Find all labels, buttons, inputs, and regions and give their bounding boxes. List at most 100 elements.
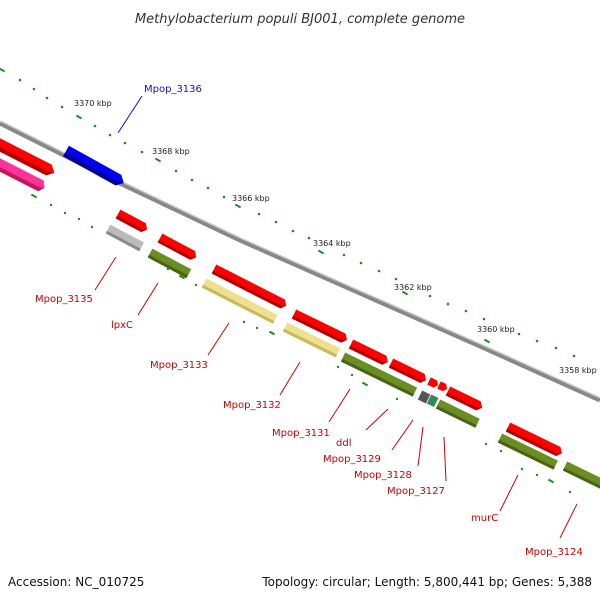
minor-tick (394, 277, 398, 281)
cds-arrow (115, 209, 148, 233)
minor-tick (572, 354, 576, 358)
inner-scale-ticks (30, 193, 572, 494)
gene-label: Mpop_3128 (354, 470, 412, 481)
gene-label: Mpop_3136 (144, 84, 202, 95)
cds-arrow (437, 381, 448, 392)
scale-label: 3364 kbp (313, 239, 351, 248)
minor-tick (45, 96, 49, 100)
cds-arrow-pink (0, 148, 45, 192)
minor-tick (535, 473, 539, 477)
minor-tick (517, 332, 521, 336)
gene-labels: Mpop_3136 Mpop_3135 lpxC Mpop_3133 Mpop_… (35, 84, 583, 558)
minor-tick (242, 320, 246, 324)
minor-tick (464, 309, 468, 313)
gene-label: murC (471, 513, 498, 524)
outer-scale-ticks (0, 67, 582, 393)
minor-tick (90, 225, 94, 229)
gene-block-green (426, 394, 439, 408)
minor-tick (93, 124, 97, 128)
gene-label: Mpop_3124 (525, 547, 583, 558)
minor-tick (206, 186, 210, 190)
cds-arrow (348, 339, 388, 365)
gene-label: lpxC (111, 320, 133, 331)
cds-arrow (445, 386, 483, 411)
minor-tick (377, 269, 381, 273)
major-tick (547, 478, 555, 484)
gene-block (435, 399, 480, 428)
major-tick (30, 193, 38, 199)
cds-arrow (157, 233, 197, 260)
gene-label: ddl (336, 438, 351, 449)
major-tick (234, 203, 242, 209)
leader-line (365, 408, 389, 431)
leader-line (328, 388, 351, 423)
minor-tick (359, 261, 363, 265)
gene-block (147, 248, 192, 279)
minor-tick (190, 178, 194, 182)
inner-gene-track (105, 209, 600, 491)
leader-line (94, 256, 117, 291)
minor-tick (395, 397, 399, 401)
minor-tick (140, 150, 144, 154)
major-tick (0, 67, 6, 73)
minor-tick (255, 326, 259, 330)
minor-tick (166, 267, 170, 271)
gene-block (497, 433, 558, 470)
minor-tick (49, 203, 53, 207)
gene-block-khaki (282, 322, 341, 358)
minor-tick (257, 212, 261, 216)
minor-tick (568, 490, 572, 494)
scale-labels: 3370 kbp 3368 kbp 3366 kbp 3364 kbp 3362… (74, 99, 597, 375)
minor-tick (336, 365, 340, 369)
minor-tick (535, 339, 539, 343)
gene-label: Mpop_3132 (223, 400, 281, 411)
cds-arrow (291, 309, 348, 343)
gene-label: Mpop_3135 (35, 294, 93, 305)
cds-arrow (427, 377, 438, 388)
minor-tick (291, 229, 295, 233)
scale-label: 3368 kbp (152, 147, 190, 156)
gene-block-khaki (201, 278, 278, 324)
cds-arrow (0, 128, 55, 176)
scale-label: 3360 kbp (477, 325, 515, 334)
leader-line (499, 474, 519, 512)
minor-tick (77, 217, 81, 221)
minor-tick (174, 169, 178, 173)
scale-label: 3370 kbp (74, 99, 112, 108)
gene-block-gray (105, 224, 144, 252)
genome-summary-text: Topology: circular; Length: 5,800,441 bp… (261, 575, 592, 589)
major-tick (317, 249, 325, 255)
minor-tick (108, 133, 112, 137)
gene-label: Mpop_3131 (272, 428, 330, 439)
minor-tick (350, 373, 354, 377)
leader-line (137, 282, 159, 316)
major-tick (361, 381, 369, 387)
map-title: Methylobacterium populi BJ001, complete … (135, 12, 465, 27)
leader-line (207, 322, 230, 356)
major-tick (401, 290, 409, 296)
gene-label: Mpop_3127 (387, 486, 445, 497)
gene-label: Mpop_3133 (150, 360, 208, 371)
minor-tick (446, 302, 450, 306)
cds-arrow (388, 358, 427, 383)
minor-tick (18, 78, 22, 82)
minor-tick (222, 195, 226, 199)
leader-line (443, 436, 447, 482)
minor-tick (60, 105, 64, 109)
scale-label: 3362 kbp (394, 283, 432, 292)
major-tick (154, 157, 162, 163)
major-tick (75, 114, 83, 120)
leader-line (417, 426, 424, 467)
scale-label: 3366 kbp (232, 194, 270, 203)
gene-label: Mpop_3129 (323, 454, 381, 465)
minor-tick (484, 442, 488, 446)
minor-tick (63, 211, 67, 215)
gene-block (340, 352, 418, 397)
gene-block (562, 461, 600, 491)
major-tick (268, 330, 276, 336)
leader-line (279, 361, 301, 396)
cds-arrow-mpop-3136 (63, 145, 124, 186)
minor-tick (194, 283, 198, 287)
minor-tick (499, 449, 503, 453)
